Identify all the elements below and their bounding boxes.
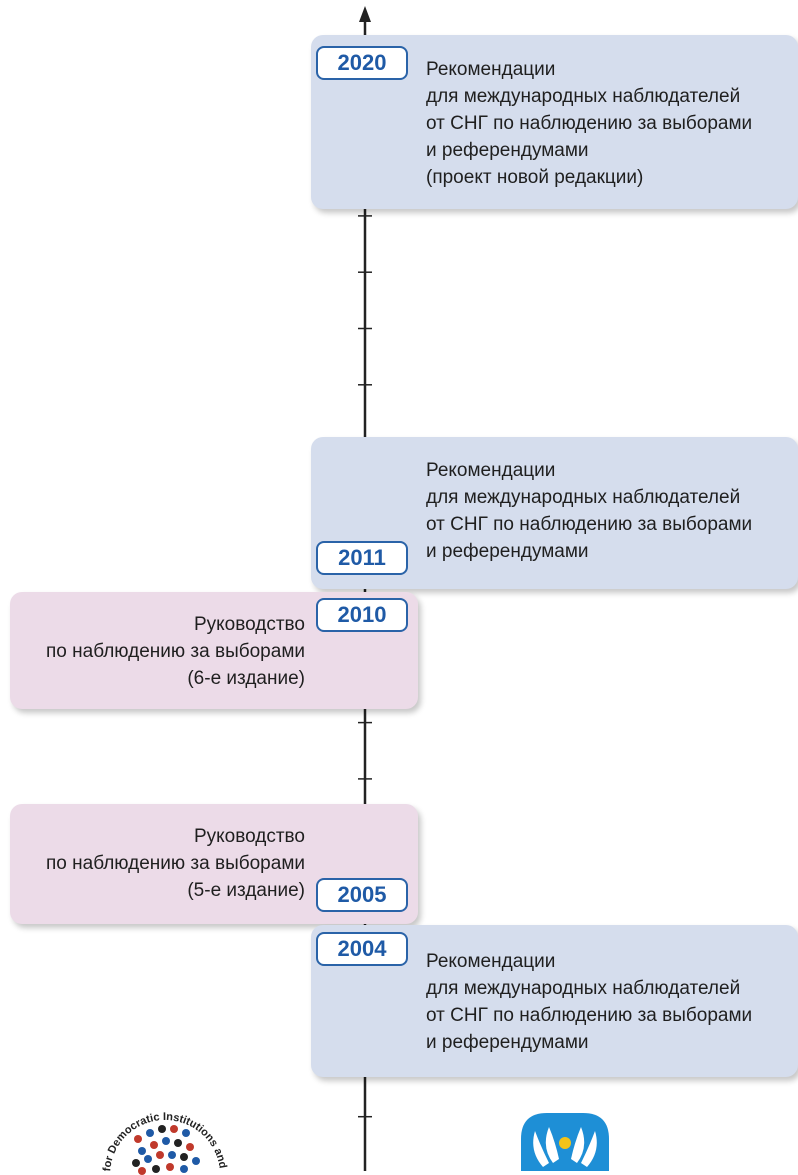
event-text-2020: Рекомендации для международных наблюдате… [426,56,752,191]
event-text-2004: Рекомендации для международных наблюдате… [426,948,752,1056]
event-line: и референдумами [426,1032,589,1053]
event-line: и референдумами [426,541,589,562]
year-badge-2010: 2010 [316,598,408,632]
event-line: Рекомендации [426,951,556,972]
event-line: (6-е издание) [187,668,305,689]
event-line: Руководство [193,826,305,847]
event-line: для международных наблюдателей [426,86,741,107]
event-line: Руководство [193,614,305,635]
event-line: для международных наблюдателей [426,487,741,508]
event-line: по наблюдению за выборами [46,853,305,874]
event-text-2005: Руководство по наблюдению за выборами (5… [46,823,305,904]
year-badge-2004: 2004 [316,932,408,966]
event-line: (проект новой редакции) [426,167,644,188]
odihr-logo-pattern [132,1125,200,1175]
event-line: по наблюдению за выборами [46,641,305,662]
event-line: и референдумами [426,140,589,161]
event-line: (5-е издание) [187,880,305,901]
odihr-logo-icon: for Democratic Institutions and Human [80,1095,229,1175]
event-line: Рекомендации [426,59,556,80]
event-line: от СНГ по наблюдению за выборами [426,113,753,134]
event-line: от СНГ по наблюдению за выборами [426,514,753,535]
year-badge-2020: 2020 [316,46,408,80]
year-badge-2005: 2005 [316,878,408,912]
svg-text:for Democratic Institutions an: for Democratic Institutions and Human [80,1095,229,1172]
cis-logo-icon [521,1113,609,1171]
axis-arrow-icon [359,6,371,22]
odihr-logo-text: for Democratic Institutions and Human [80,1095,229,1172]
event-line: от СНГ по наблюдению за выборами [426,1005,753,1026]
event-text-2010: Руководство по наблюдению за выборами (6… [46,611,305,692]
year-badge-2011: 2011 [316,541,408,575]
event-line: для международных наблюдателей [426,978,741,999]
event-line: Рекомендации [426,460,556,481]
event-text-2011: Рекомендации для международных наблюдате… [426,457,752,565]
